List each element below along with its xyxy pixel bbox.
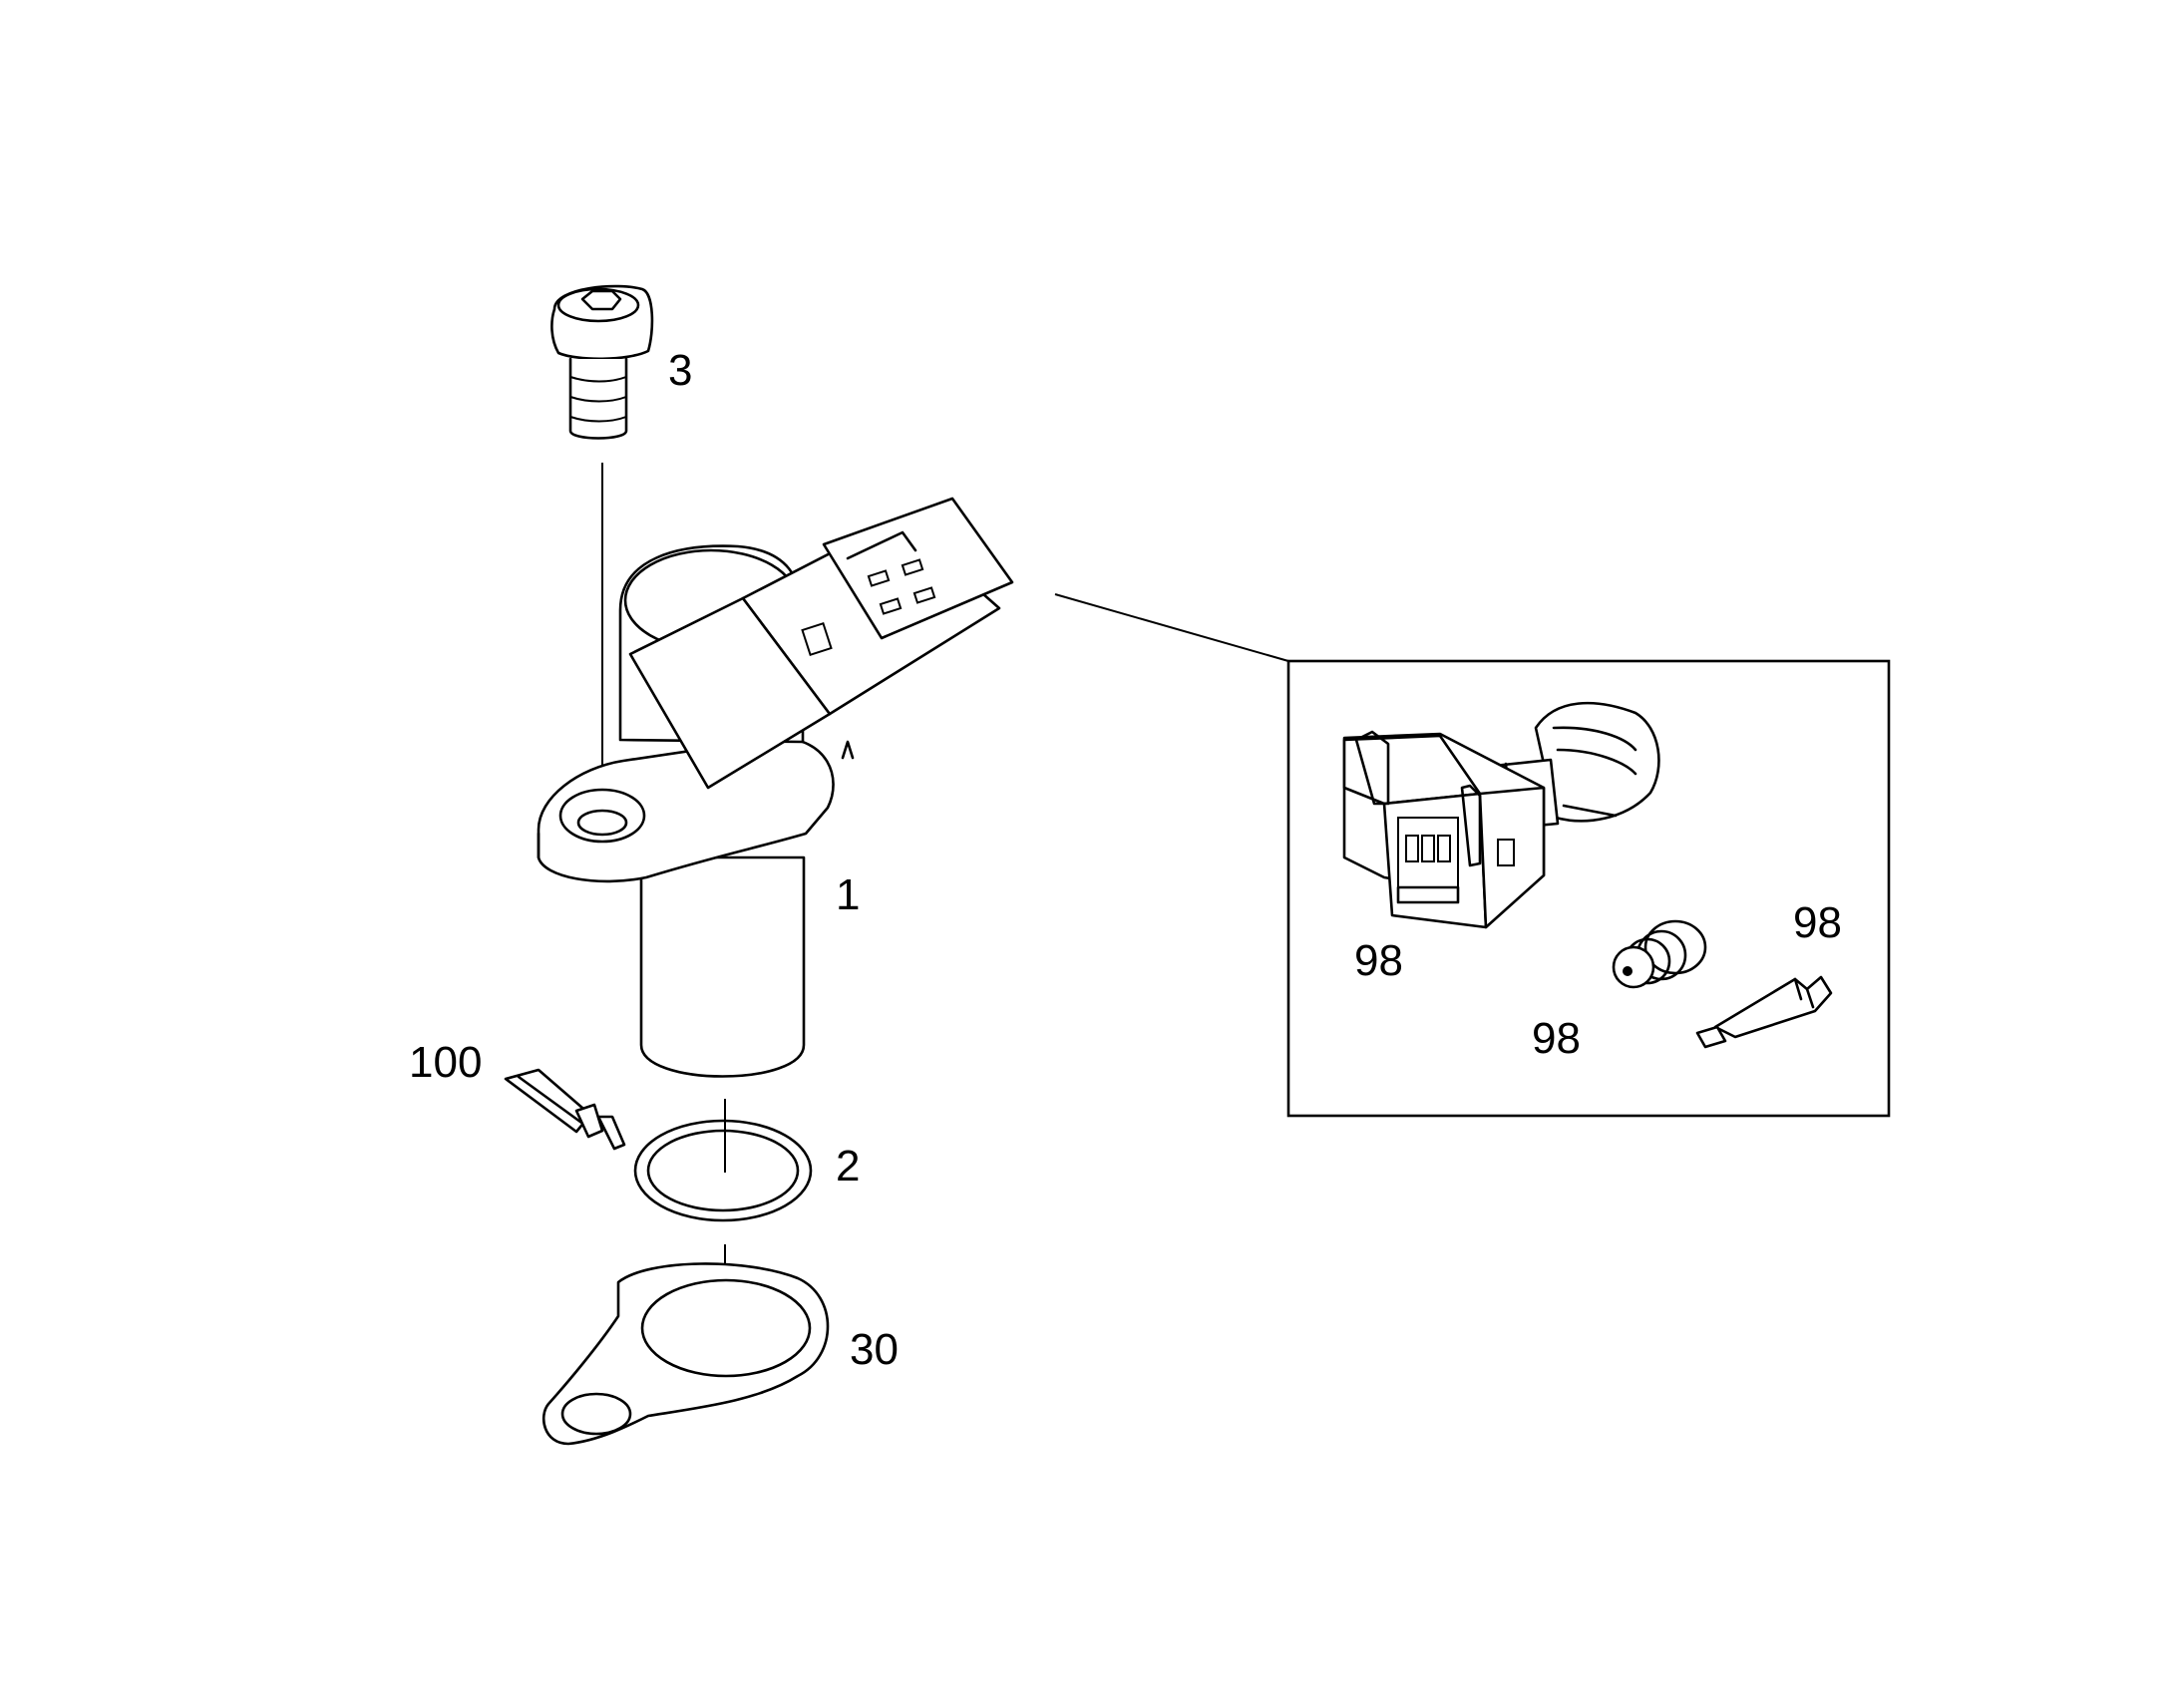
sensor-part[interactable] bbox=[537, 497, 1014, 1078]
bolt-part[interactable] bbox=[550, 284, 654, 440]
seal-label: 98 bbox=[1532, 1014, 1581, 1063]
bolt-label: 3 bbox=[668, 346, 692, 395]
gasket-label: 30 bbox=[850, 1325, 899, 1374]
seal-part[interactable] bbox=[1612, 919, 1707, 989]
o-ring-part[interactable] bbox=[633, 1119, 813, 1222]
sensor-label: 1 bbox=[836, 870, 860, 919]
o-ring-label: 2 bbox=[836, 1142, 860, 1191]
sealant-tube-part[interactable] bbox=[504, 1068, 626, 1151]
gasket-part[interactable] bbox=[542, 1262, 830, 1446]
terminal-label: 98 bbox=[1793, 898, 1842, 947]
connector-housing-part[interactable] bbox=[1342, 701, 1660, 929]
inset-callout-line bbox=[1054, 593, 1289, 662]
terminal-part[interactable] bbox=[1695, 975, 1833, 1049]
sealant-label: 100 bbox=[409, 1038, 482, 1087]
connector-housing-label: 98 bbox=[1354, 936, 1403, 985]
detail-inset-box bbox=[1286, 659, 1891, 1118]
